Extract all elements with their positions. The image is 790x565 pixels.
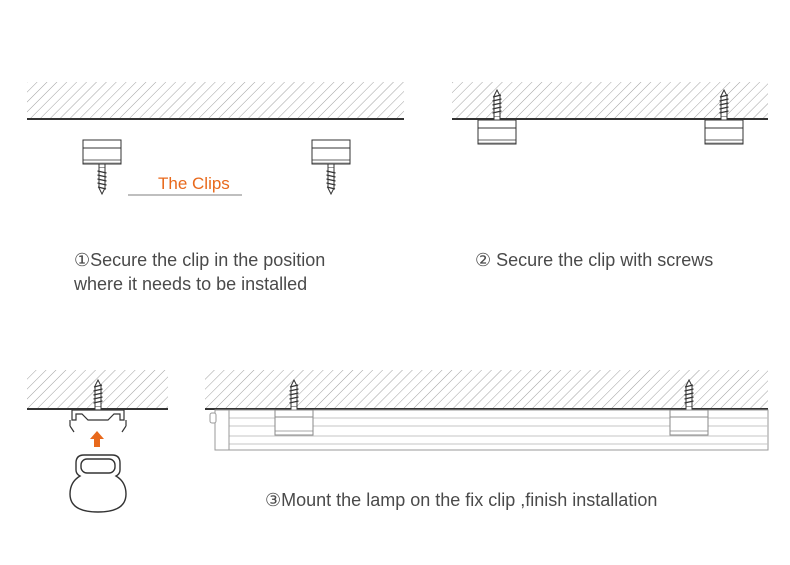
step-1-line-1: Secure the clip in the position <box>90 250 326 270</box>
ceiling-hatch <box>205 370 768 408</box>
step-2-marker: ② <box>475 250 492 270</box>
step-3-text: ③Mount the lamp on the fix clip ,finish … <box>265 488 657 512</box>
step-1-text: ①Secure the clip in the position where i… <box>74 248 325 296</box>
panel-2 <box>452 82 768 145</box>
clip-icon <box>477 119 517 145</box>
clip-icon <box>311 139 351 165</box>
clip-icon <box>82 139 122 165</box>
clips-callout-label: The Clips <box>158 174 230 193</box>
step-1-marker: ① <box>74 250 91 270</box>
clip-icon <box>274 409 314 436</box>
profile-clip-icon <box>69 409 127 433</box>
screw-icon <box>96 163 108 195</box>
clip-icon <box>669 409 709 436</box>
ceiling-hatch <box>452 82 768 118</box>
step-2-line-1: Secure the clip with screws <box>496 250 714 270</box>
clip-icon <box>704 119 744 145</box>
panel-1 <box>27 82 404 196</box>
panel-3-mounted <box>205 370 769 451</box>
up-arrow-icon <box>90 431 104 447</box>
step-3-marker: ③ <box>265 490 282 510</box>
lamp-profile-inner <box>80 458 116 474</box>
step-3-line-1: Mount the lamp on the fix clip ,finish i… <box>281 490 658 510</box>
panel-3-profile <box>27 370 168 513</box>
step-2-text: ② Secure the clip with screws <box>475 248 713 272</box>
ceiling-hatch <box>27 82 404 118</box>
step-1-line-2: where it needs to be installed <box>74 274 308 294</box>
screw-icon <box>325 163 337 195</box>
